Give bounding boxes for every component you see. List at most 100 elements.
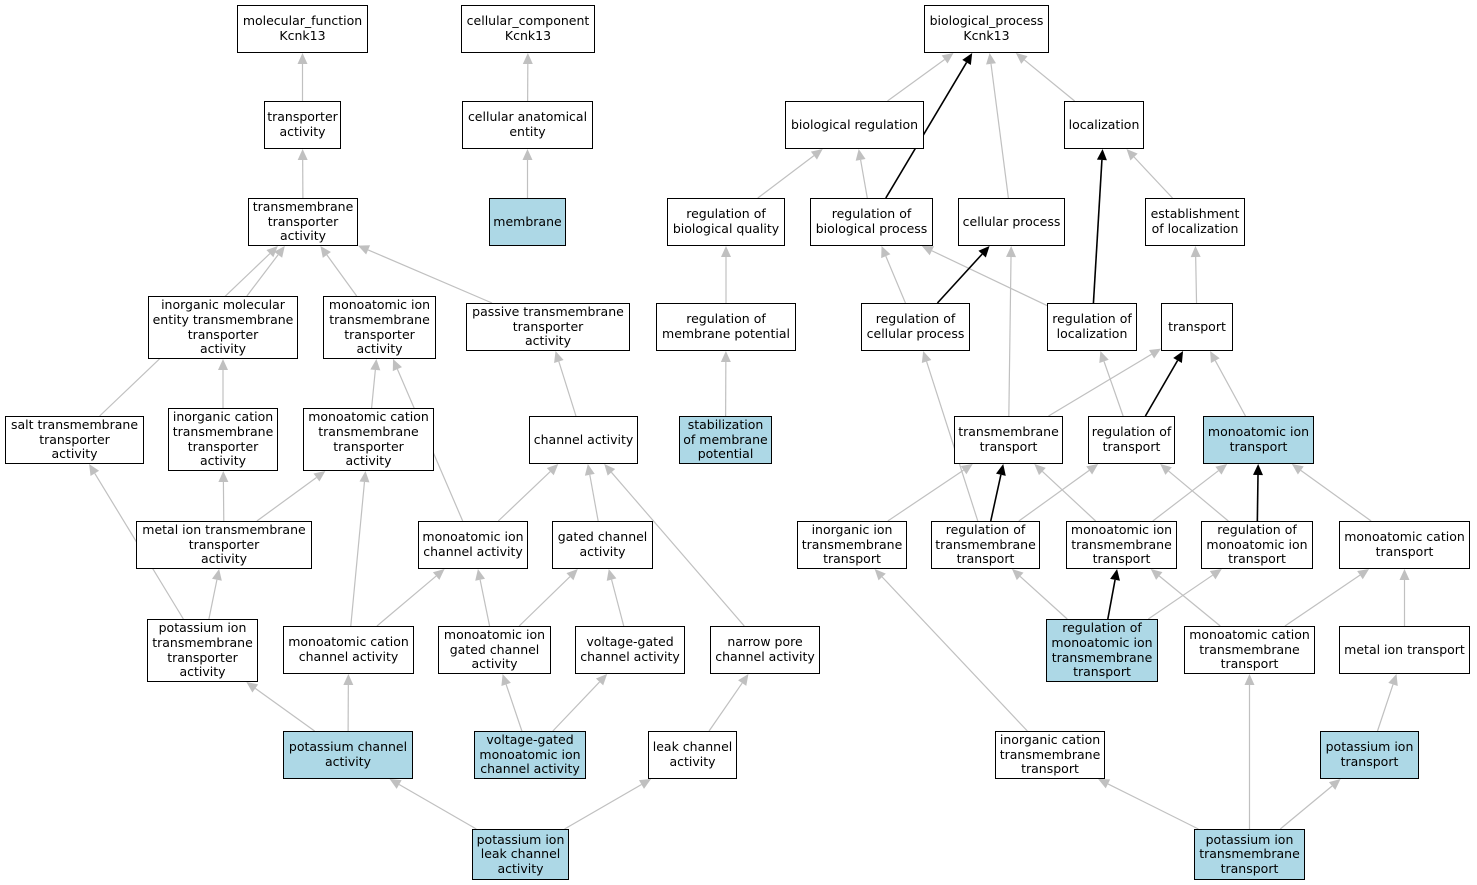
node-salt-tm[interactable]: salt transmembrane transporter activity bbox=[5, 416, 144, 464]
arrowhead-transport bbox=[1210, 351, 1220, 364]
node-potassium-channel[interactable]: potassium channel activity bbox=[283, 731, 413, 779]
node-inorg-mol-entity-tm[interactable]: inorganic molecular entity transmembrane… bbox=[148, 296, 298, 359]
arrowhead-reg-monoatomic-ion-transport bbox=[1209, 569, 1222, 580]
node-metal-ion-tm[interactable]: metal ion transmembrane transporter acti… bbox=[136, 521, 312, 569]
node-channel-activity[interactable]: channel activity bbox=[529, 416, 638, 464]
arrowhead-reg-localization bbox=[1099, 351, 1109, 364]
node-cellular-process[interactable]: cellular process bbox=[958, 198, 1065, 246]
node-stab-membrane-potential[interactable]: stabilization of membrane potential bbox=[679, 416, 772, 464]
node-monoatomic-ion-channel[interactable]: monoatomic ion channel activity bbox=[418, 521, 528, 569]
edge-potassium-leak-to-potassium-channel bbox=[398, 783, 477, 830]
node-membrane[interactable]: membrane bbox=[489, 198, 566, 246]
arrowhead-voltage-gated-channel bbox=[595, 674, 608, 686]
arrowhead-cellular-process bbox=[978, 246, 990, 258]
arrowhead-tm-transport bbox=[1034, 464, 1046, 476]
node-monoatomic-cation-tm[interactable]: monoatomic cation transmembrane transpor… bbox=[303, 408, 434, 471]
node-reg-monoatomic-ion-tm-transport[interactable]: regulation of monoatomic ion transmembra… bbox=[1046, 619, 1158, 682]
node-bp-root[interactable]: biological_process Kcnk13 bbox=[924, 5, 1049, 53]
arrowhead-cellular-anatomical-entity bbox=[522, 149, 533, 160]
node-potassium-ion-transport[interactable]: potassium ion transport bbox=[1320, 731, 1419, 779]
node-tm-transport[interactable]: transmembrane transport bbox=[954, 416, 1063, 464]
arrowhead-inorg-ion-tm-transport bbox=[874, 569, 886, 581]
edge-reg-monoatomic-ion-tm-transport-to-reg-monoatomic-ion-transport bbox=[1147, 574, 1213, 620]
node-voltage-gated-channel[interactable]: voltage-gated channel activity bbox=[575, 626, 685, 674]
arrowhead-potassium-ion-tm bbox=[246, 682, 259, 693]
node-monoatomic-ion-tm[interactable]: monoatomic ion transmembrane transporter… bbox=[323, 296, 436, 359]
node-metal-ion-transport[interactable]: metal ion transport bbox=[1339, 626, 1470, 674]
node-leak-channel[interactable]: leak channel activity bbox=[648, 731, 737, 779]
arrowhead-bp-root bbox=[1015, 53, 1028, 64]
node-reg-transport[interactable]: regulation of transport bbox=[1088, 416, 1175, 464]
arrowhead-monoatomic-ion-gated bbox=[501, 674, 511, 687]
node-reg-localization[interactable]: regulation of localization bbox=[1047, 303, 1137, 351]
arrowhead-monoatomic-ion-transport bbox=[1253, 464, 1263, 476]
node-reg-biological-process[interactable]: regulation of biological process bbox=[810, 198, 933, 246]
arrowhead-biological-regulation bbox=[855, 149, 866, 161]
node-cc-root[interactable]: cellular_component Kcnk13 bbox=[461, 5, 595, 53]
node-cellular-anatomical-entity[interactable]: cellular anatomical entity bbox=[462, 101, 593, 149]
node-inorg-ion-tm-transport[interactable]: inorganic ion transmembrane transport bbox=[797, 521, 907, 569]
node-reg-membrane-potential[interactable]: regulation of membrane potential bbox=[656, 303, 796, 351]
node-monoatomic-ion-transport[interactable]: monoatomic ion transport bbox=[1203, 416, 1314, 464]
node-establishment-localization[interactable]: establishment of localization bbox=[1145, 198, 1245, 246]
node-transport[interactable]: transport bbox=[1161, 303, 1233, 351]
arrowhead-leak-channel bbox=[638, 779, 652, 789]
node-reg-biological-quality[interactable]: regulation of biological quality bbox=[667, 198, 785, 246]
arrowhead-monoatomic-ion-tm-transport bbox=[1110, 569, 1120, 581]
node-inorg-cation-tm[interactable]: inorganic cation transmembrane transport… bbox=[168, 408, 278, 471]
edge-monoatomic-cation-tm-to-monoatomic-ion-tm bbox=[370, 369, 376, 409]
edge-reg-monoatomic-ion-transport-to-monoatomic-ion-transport bbox=[1256, 474, 1259, 522]
arrowhead-monoatomic-cation-transport bbox=[1399, 569, 1410, 580]
node-monoatomic-ion-tm-transport[interactable]: monoatomic ion transmembrane transport bbox=[1066, 521, 1177, 569]
arrowhead-inorg-cation-tm-transport bbox=[1098, 779, 1111, 789]
arrowhead-reg-membrane-potential bbox=[720, 351, 731, 363]
node-monoatomic-ion-gated[interactable]: monoatomic ion gated channel activity bbox=[438, 626, 551, 674]
node-narrow-pore[interactable]: narrow pore channel activity bbox=[710, 626, 820, 674]
node-reg-monoatomic-ion-transport[interactable]: regulation of monoatomic ion transport bbox=[1201, 521, 1313, 569]
node-potassium-ion-tm[interactable]: potassium ion transmembrane transporter … bbox=[147, 619, 258, 682]
node-monoatomic-cation-tm-transport[interactable]: monoatomic cation transmembrane transpor… bbox=[1184, 626, 1315, 674]
arrowhead-inorg-mol-entity-tm bbox=[218, 359, 228, 370]
arrowhead-metal-ion-tm bbox=[212, 569, 222, 581]
edge-localization-to-bp-root bbox=[1024, 59, 1076, 102]
arrowhead-transport bbox=[1173, 351, 1184, 364]
node-tm-transporter-activity[interactable]: transmembrane transporter activity bbox=[248, 198, 358, 246]
node-potassium-leak[interactable]: potassium ion leak channel activity bbox=[472, 829, 569, 880]
node-localization[interactable]: localization bbox=[1064, 101, 1144, 149]
node-gated-channel[interactable]: gated channel activity bbox=[552, 521, 653, 569]
edge-potassium-ion-tm-transport-to-potassium-ion-transport bbox=[1279, 785, 1333, 830]
arrowhead-monoatomic-ion-channel bbox=[475, 569, 486, 581]
node-vg-monoatomic-ion-channel[interactable]: voltage-gated monoatomic ion channel act… bbox=[474, 731, 586, 779]
arrowhead-monoatomic-ion-transport bbox=[1215, 464, 1228, 475]
arrowhead-localization bbox=[1126, 149, 1138, 161]
arrowhead-channel-activity bbox=[584, 464, 595, 476]
arrowhead-channel-activity bbox=[546, 464, 559, 476]
node-transporter-activity[interactable]: transporter activity bbox=[264, 101, 341, 149]
node-mf-root[interactable]: molecular_function Kcnk13 bbox=[237, 5, 368, 53]
edge-monoatomic-ion-channel-to-channel-activity bbox=[497, 471, 551, 522]
edge-narrow-pore-to-channel-activity bbox=[610, 471, 745, 627]
arrowhead-tm-transporter-activity bbox=[320, 246, 331, 258]
node-passive-tm[interactable]: passive transmembrane transporter activi… bbox=[466, 303, 630, 351]
edge-reg-monoatomic-ion-transport-to-reg-transport bbox=[1168, 470, 1229, 522]
node-potassium-ion-tm-transport[interactable]: potassium ion transmembrane transport bbox=[1194, 829, 1305, 880]
node-biological-regulation[interactable]: biological regulation bbox=[785, 101, 924, 149]
arrowhead-monoatomic-ion-channel bbox=[432, 569, 445, 580]
arrowhead-monoatomic-ion-tm-transport bbox=[1150, 569, 1163, 580]
node-monoatomic-cation-transport[interactable]: monoatomic cation transport bbox=[1339, 521, 1470, 569]
edge-establishment-localization-to-localization bbox=[1133, 156, 1173, 199]
node-reg-tm-transport[interactable]: regulation of transmembrane transport bbox=[931, 521, 1040, 569]
arrowhead-bp-root bbox=[962, 53, 973, 66]
edge-gated-channel-to-channel-activity bbox=[589, 474, 599, 522]
arrowhead-inorg-cation-tm bbox=[218, 471, 229, 483]
node-reg-cellular-process[interactable]: regulation of cellular process bbox=[861, 303, 970, 351]
arrowhead-tm-transporter-activity bbox=[358, 245, 371, 255]
node-monoatomic-cation-channel[interactable]: monoatomic cation channel activity bbox=[283, 626, 414, 674]
arrowhead-reg-biological-process bbox=[921, 246, 934, 256]
arrowhead-transporter-activity bbox=[297, 149, 308, 161]
edge-monoatomic-ion-gated-to-gated-channel bbox=[518, 576, 571, 627]
edge-reg-localization-to-localization bbox=[1092, 159, 1103, 304]
arrowhead-localization bbox=[1096, 149, 1107, 161]
node-inorg-cation-tm-transport[interactable]: inorganic cation transmembrane transport bbox=[995, 731, 1105, 779]
